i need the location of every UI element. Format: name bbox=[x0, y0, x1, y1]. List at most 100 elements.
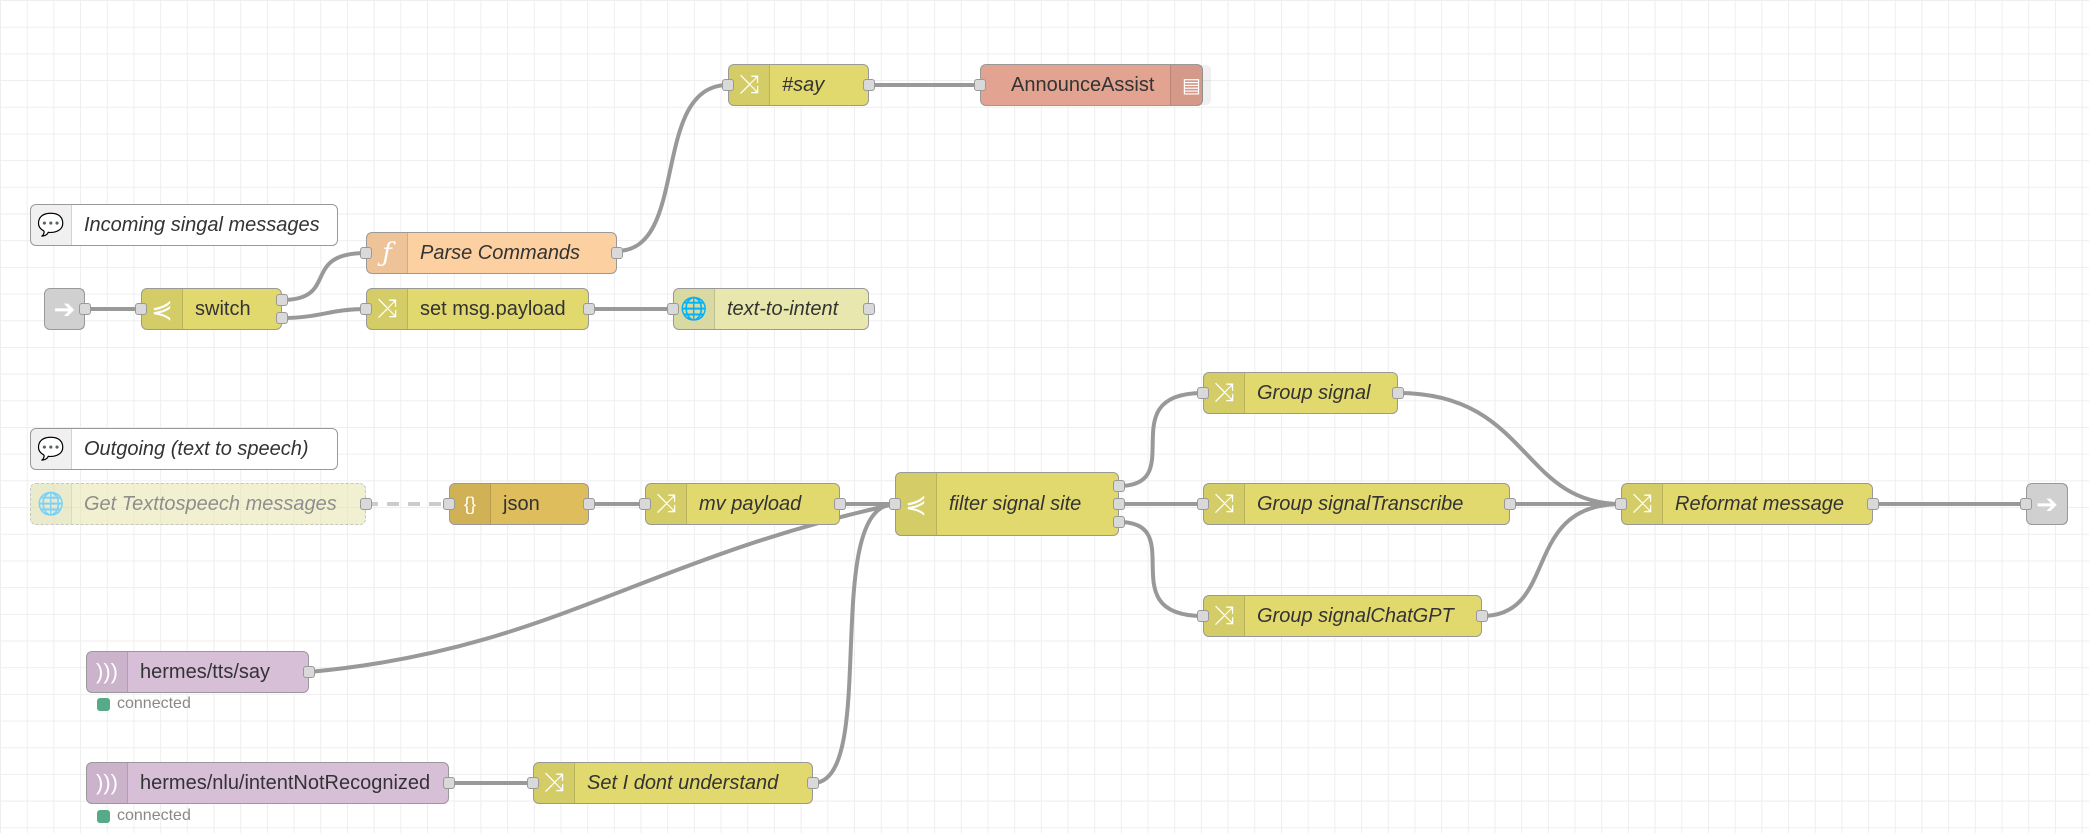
node-label: Get Texttospeech messages bbox=[84, 492, 337, 515]
http-in-node-get-tts[interactable]: 🌐 Get Texttospeech messages bbox=[30, 483, 366, 525]
input-port[interactable] bbox=[974, 79, 986, 91]
function-icon: ƒ bbox=[367, 233, 408, 273]
output-port[interactable] bbox=[1504, 498, 1516, 510]
node-label: filter signal site bbox=[949, 492, 1082, 515]
output-port[interactable] bbox=[583, 303, 595, 315]
node-label: hermes/tts/say bbox=[140, 660, 271, 683]
shuffle-icon: ⤨ bbox=[1204, 596, 1245, 636]
input-port[interactable] bbox=[1615, 498, 1627, 510]
output-port[interactable] bbox=[1113, 480, 1125, 492]
change-node-reformat-message[interactable]: ⤨ Reformat message bbox=[1621, 483, 1873, 525]
change-node-set-payload[interactable]: ⤨ set msg.payload bbox=[366, 288, 589, 330]
input-port[interactable] bbox=[722, 79, 734, 91]
comment-icon: 💬 bbox=[31, 205, 72, 245]
input-port[interactable] bbox=[135, 303, 147, 315]
input-port[interactable] bbox=[2020, 498, 2032, 510]
output-port[interactable] bbox=[611, 247, 623, 259]
change-node-group-signal[interactable]: ⤨ Group signal bbox=[1203, 372, 1398, 414]
node-label: hermes/nlu/intentNotRecognized bbox=[140, 771, 431, 794]
change-node-set-dont-understand[interactable]: ⤨ Set I dont understand bbox=[533, 762, 813, 804]
home-assistant-node-announce[interactable]: AnnounceAssist ▤ bbox=[980, 64, 1212, 106]
mqtt-icon: ))) bbox=[87, 763, 128, 803]
output-port[interactable] bbox=[1867, 498, 1879, 510]
function-node-parse-commands[interactable]: ƒ Parse Commands bbox=[366, 232, 617, 274]
output-port[interactable] bbox=[303, 666, 315, 678]
input-port[interactable] bbox=[667, 303, 679, 315]
node-label: #say bbox=[782, 73, 825, 96]
shuffle-icon: ⤨ bbox=[646, 484, 687, 524]
output-port[interactable] bbox=[276, 312, 288, 324]
node-status: connected bbox=[97, 807, 191, 825]
input-port[interactable] bbox=[443, 498, 455, 510]
input-port[interactable] bbox=[1197, 387, 1209, 399]
link-in-node[interactable]: ➔ bbox=[44, 288, 85, 330]
output-port[interactable] bbox=[1476, 610, 1488, 622]
change-node-say[interactable]: ⤨ #say bbox=[728, 64, 869, 106]
wire[interactable] bbox=[812, 502, 896, 785]
node-label: Group signal bbox=[1257, 381, 1371, 404]
mqtt-icon: ))) bbox=[87, 652, 128, 692]
input-port[interactable] bbox=[360, 247, 372, 259]
link-out-node[interactable]: ➔ bbox=[2026, 483, 2068, 525]
comment-node-incoming[interactable]: 💬 Incoming singal messages bbox=[30, 204, 338, 246]
change-node-group-signal-transcribe[interactable]: ⤨ Group signalTranscribe bbox=[1203, 483, 1510, 525]
link-arrow-icon: ➔ bbox=[2027, 484, 2067, 524]
node-label: Incoming singal messages bbox=[84, 213, 320, 236]
globe-icon: 🌐 bbox=[31, 484, 72, 524]
node-label: switch bbox=[195, 297, 251, 320]
json-icon: {} bbox=[450, 484, 491, 524]
mqtt-in-node-tts-say[interactable]: ))) hermes/tts/say bbox=[86, 651, 309, 693]
shuffle-icon: ⤨ bbox=[367, 289, 408, 329]
wire[interactable] bbox=[308, 502, 896, 674]
status-dot bbox=[97, 697, 110, 711]
home-assistant-icon: ▤ bbox=[1170, 65, 1212, 105]
mqtt-in-node-intent-not-recognized[interactable]: ))) hermes/nlu/intentNotRecognized bbox=[86, 762, 449, 804]
status-text: connected bbox=[117, 695, 191, 712]
output-port[interactable] bbox=[583, 498, 595, 510]
switch-node[interactable]: ⋞ switch bbox=[141, 288, 282, 330]
node-label: set msg.payload bbox=[420, 297, 566, 320]
switch-node-filter-signal-site[interactable]: ⋞ filter signal site bbox=[895, 472, 1119, 536]
output-port[interactable] bbox=[79, 303, 91, 315]
wire[interactable] bbox=[616, 83, 729, 253]
node-label: json bbox=[503, 492, 540, 515]
output-port[interactable] bbox=[443, 777, 455, 789]
node-label: Group signalChatGPT bbox=[1257, 604, 1454, 627]
input-port[interactable] bbox=[639, 498, 651, 510]
node-label: AnnounceAssist bbox=[1011, 73, 1155, 96]
change-node-mv-payload[interactable]: ⤨ mv payload bbox=[645, 483, 840, 525]
shuffle-icon: ⤨ bbox=[729, 65, 770, 105]
comment-icon: 💬 bbox=[31, 429, 72, 469]
comment-node-outgoing[interactable]: 💬 Outgoing (text to speech) bbox=[30, 428, 338, 470]
input-port[interactable] bbox=[889, 498, 901, 510]
shuffle-icon: ⤨ bbox=[1204, 484, 1245, 524]
input-port[interactable] bbox=[360, 303, 372, 315]
output-port[interactable] bbox=[1113, 516, 1125, 528]
wire[interactable] bbox=[1118, 391, 1204, 488]
output-port[interactable] bbox=[834, 498, 846, 510]
wire[interactable] bbox=[281, 251, 367, 302]
node-label: text-to-intent bbox=[727, 297, 839, 320]
json-node[interactable]: {} json bbox=[449, 483, 589, 525]
input-port[interactable] bbox=[527, 777, 539, 789]
input-port[interactable] bbox=[1197, 498, 1209, 510]
input-port[interactable] bbox=[1197, 610, 1209, 622]
output-port[interactable] bbox=[863, 79, 875, 91]
output-port[interactable] bbox=[276, 294, 288, 306]
wire[interactable] bbox=[281, 307, 367, 320]
output-port[interactable] bbox=[1392, 387, 1404, 399]
output-port[interactable] bbox=[807, 777, 819, 789]
http-request-node-text-to-intent[interactable]: 🌐 text-to-intent bbox=[673, 288, 869, 330]
wire[interactable] bbox=[1118, 520, 1204, 618]
output-port[interactable] bbox=[360, 498, 372, 510]
change-node-group-signal-chatgpt[interactable]: ⤨ Group signalChatGPT bbox=[1203, 595, 1482, 637]
output-port[interactable] bbox=[863, 303, 875, 315]
output-port[interactable] bbox=[1113, 498, 1125, 510]
switch-icon: ⋞ bbox=[142, 289, 183, 329]
node-label: Set I dont understand bbox=[587, 771, 779, 794]
shuffle-icon: ⤨ bbox=[534, 763, 575, 803]
node-label: Parse Commands bbox=[420, 241, 581, 264]
node-status: connected bbox=[97, 695, 191, 713]
status-dot bbox=[97, 809, 110, 823]
